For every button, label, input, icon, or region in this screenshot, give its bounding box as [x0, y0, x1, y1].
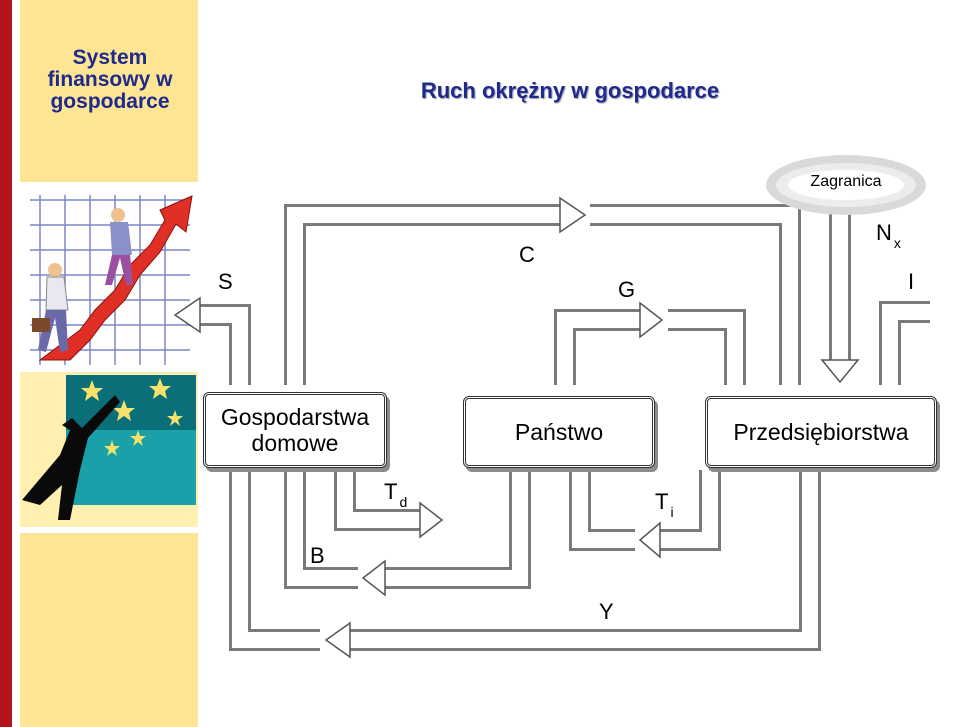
- sidebar-panel-bottom: [20, 533, 198, 727]
- investment-flow: [879, 301, 930, 385]
- foreign-sector-label: Zagranica: [810, 173, 882, 190]
- households-node: Gospodarstwa domowe: [203, 392, 387, 468]
- net-exports-flow: [820, 200, 860, 384]
- slide-title: Ruch okrężny w gospodarce: [420, 78, 720, 103]
- indirect-taxes-flow: [569, 470, 721, 559]
- consumption-flow: [284, 196, 801, 385]
- transfers-flow: [284, 470, 531, 597]
- label-G: G: [618, 277, 636, 302]
- government-spending-flow: [554, 301, 746, 385]
- accent-bar: [0, 0, 12, 727]
- label-C: C: [519, 242, 535, 267]
- households-label: Gospodarstwa domowe: [220, 404, 370, 456]
- income-flow: [229, 470, 821, 659]
- firms-label: Przedsiębiorstwa: [733, 419, 909, 445]
- label-Y: Y: [599, 599, 614, 624]
- sidebar-title: System finansowy w gospodarce: [47, 46, 173, 113]
- direct-taxes-flow: [334, 470, 444, 539]
- state-label: Państwo: [514, 419, 604, 445]
- savings-flow: [173, 296, 251, 385]
- firms-node: Przedsiębiorstwa: [705, 396, 937, 468]
- sidebar-title-panel: [20, 0, 198, 182]
- label-B: B: [310, 543, 325, 568]
- state-node: Państwo: [463, 396, 655, 468]
- foreign-sector-node: [766, 155, 926, 215]
- label-S: S: [218, 269, 233, 294]
- label-I: I: [908, 269, 915, 294]
